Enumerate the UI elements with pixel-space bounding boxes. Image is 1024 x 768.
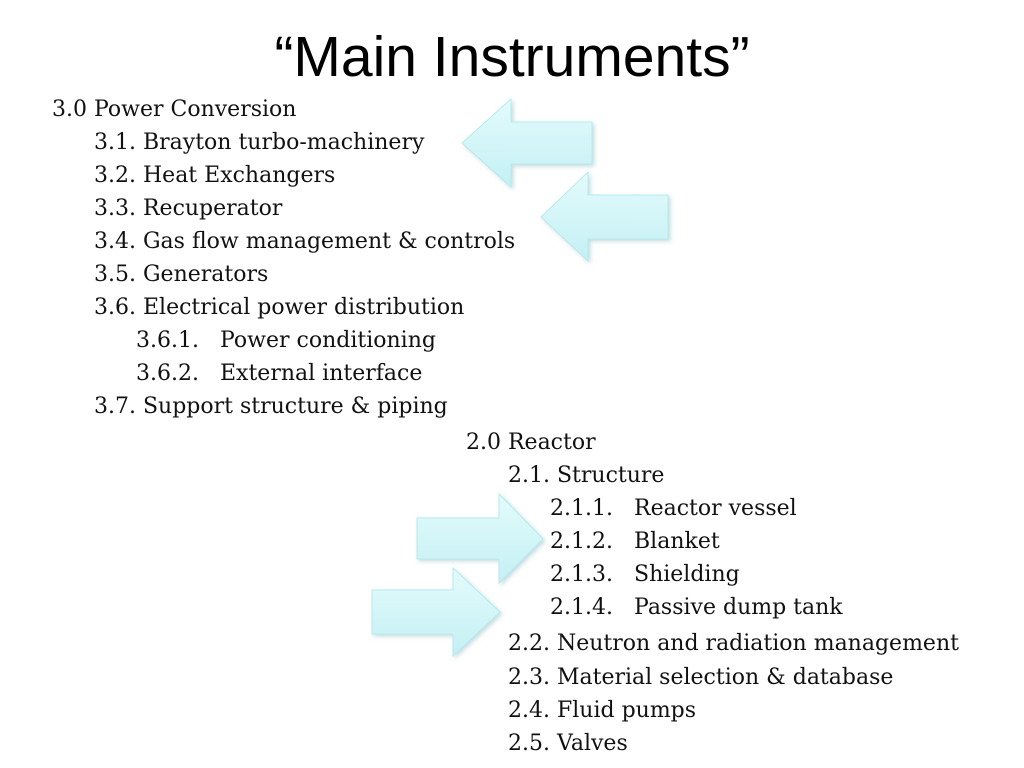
list-item: 2.1.4. Passive dump tank — [550, 594, 843, 622]
item-number: 3.5. — [94, 262, 136, 287]
list-item: 3.6.2. External interface — [136, 360, 422, 388]
item-label: Reactor vessel — [634, 496, 797, 521]
item-label: Structure — [556, 463, 665, 488]
list-item: 2.1.2. Blanket — [550, 528, 720, 556]
list-item: 3.5. Generators — [94, 261, 268, 289]
list-item: 2.1.3. Shielding — [550, 561, 740, 589]
item-label: Material selection & database — [556, 665, 894, 690]
item-number: 3.7. — [94, 394, 136, 419]
item-number: 2.3. — [508, 665, 550, 690]
item-number: 2.1.4. — [550, 595, 613, 620]
slide-title: “Main Instruments” — [274, 25, 750, 89]
list-item: 3.6.1. Power conditioning — [136, 327, 436, 355]
item-number: 3.2. — [94, 163, 136, 188]
item-label: Electrical power distribution — [142, 295, 465, 320]
item-label: Passive dump tank — [634, 595, 843, 620]
item-label: Recuperator — [142, 196, 283, 221]
list-item: 3.1. Brayton turbo-machinery — [94, 129, 424, 157]
item-label: Shielding — [634, 562, 740, 587]
item-number: 2.2. — [508, 631, 550, 656]
arrow-left-icon — [540, 170, 669, 263]
list-item: 3.3. Recuperator — [94, 195, 282, 223]
item-number: 2.1.1. — [550, 496, 613, 521]
item-number: 3.3. — [94, 196, 136, 221]
power-conversion-heading: 3.0 Power Conversion — [52, 97, 297, 122]
item-number: 3.4. — [94, 229, 136, 254]
item-label: Gas flow management & controls — [142, 229, 516, 254]
reactor-heading: 2.0 Reactor — [466, 430, 596, 455]
item-label: Neutron and radiation management — [556, 631, 959, 656]
item-label: Fluid pumps — [556, 698, 697, 723]
list-item: 2.2. Neutron and radiation management — [508, 630, 959, 658]
item-number: 3.1. — [94, 130, 136, 155]
item-label: Generators — [142, 262, 269, 287]
arrow-right-icon — [416, 492, 544, 585]
item-label: Support structure & piping — [142, 394, 448, 419]
arrow-right-icon — [371, 566, 501, 658]
item-number: 2.1.2. — [550, 529, 613, 554]
list-item: 3.6. Electrical power distribution — [94, 294, 464, 322]
list-item: 3.4. Gas flow management & controls — [94, 228, 515, 256]
item-number: 3.6.2. — [136, 361, 199, 386]
list-item: 2.4. Fluid pumps — [508, 697, 696, 725]
list-item: 3.2. Heat Exchangers — [94, 162, 335, 190]
item-label: Power conditioning — [220, 328, 436, 353]
list-item: 3.7. Support structure & piping — [94, 393, 448, 421]
item-number: 3.6. — [94, 295, 136, 320]
item-label: Blanket — [634, 529, 720, 554]
list-item: 2.5. Valves — [508, 730, 628, 758]
arrow-left-icon — [461, 97, 593, 189]
item-number: 2.4. — [508, 698, 550, 723]
item-label: Heat Exchangers — [142, 163, 336, 188]
item-number: 2.1. — [508, 463, 550, 488]
item-number: 2.5. — [508, 731, 550, 756]
item-number: 3.6.1. — [136, 328, 199, 353]
list-item: 2.1. Structure — [508, 462, 664, 490]
item-label: Brayton turbo-machinery — [142, 130, 425, 155]
item-label: External interface — [220, 361, 423, 386]
list-item: 2.3. Material selection & database — [508, 664, 893, 692]
item-label: Valves — [556, 731, 628, 756]
item-number: 2.1.3. — [550, 562, 613, 587]
list-item: 2.1.1. Reactor vessel — [550, 495, 797, 523]
